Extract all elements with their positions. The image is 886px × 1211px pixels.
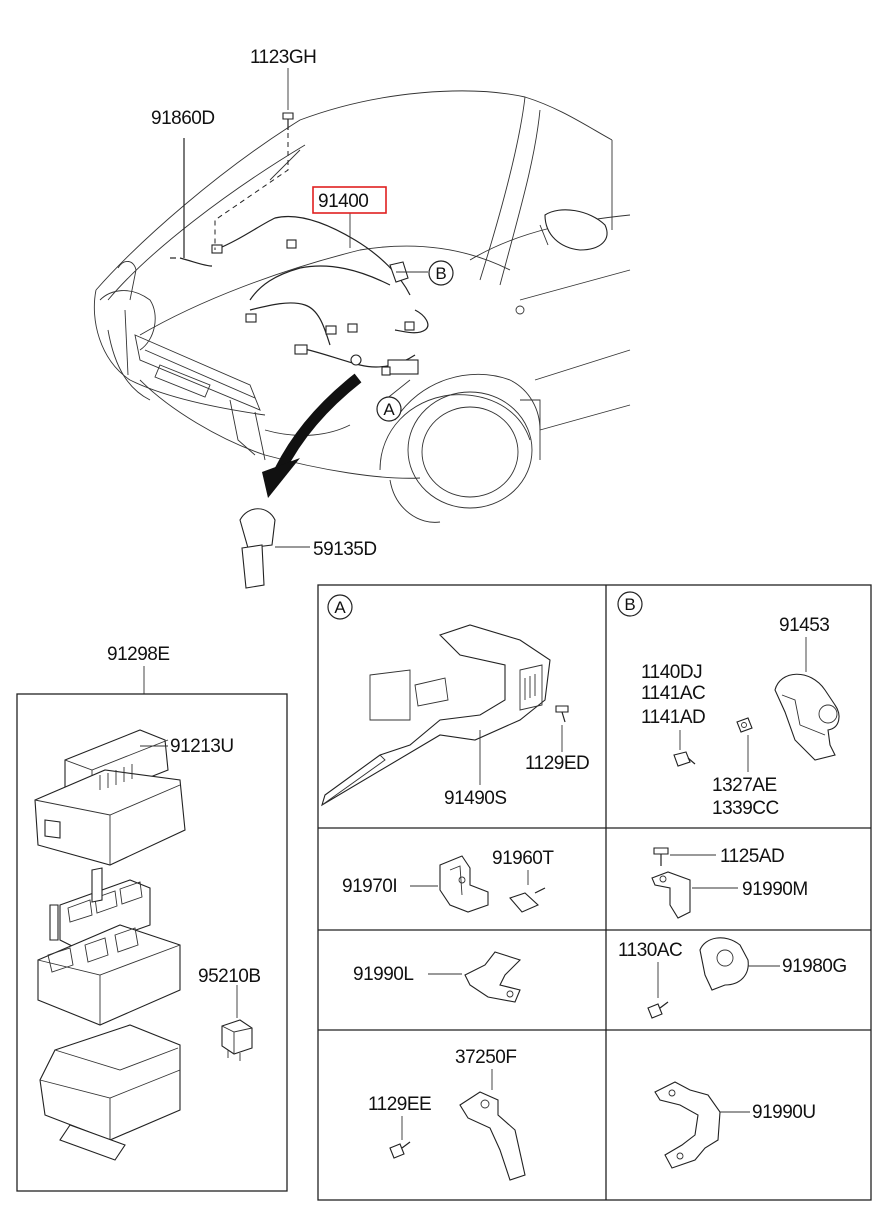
bracket-37250F	[459, 1091, 526, 1181]
bolt-1130AC	[647, 1001, 669, 1019]
bracket-91490S	[321, 624, 551, 807]
label-1327AE: 1327AE	[712, 775, 777, 796]
callout-A-detail: A	[327, 594, 353, 620]
clip-91960T	[509, 887, 546, 913]
label-91213U: 91213U	[170, 736, 234, 757]
label-1141AC: 1141AC	[641, 683, 705, 704]
label-1125AD: 1125AD	[720, 846, 784, 867]
fuse-box-lower	[39, 1024, 181, 1161]
bracket-91990L	[464, 951, 522, 1003]
label-91860D: 91860D	[151, 108, 215, 129]
vehicle-illustration	[93, 90, 631, 523]
label-37250F: 37250F	[455, 1047, 516, 1068]
screw-1123GH	[214, 112, 294, 250]
grommet-91980G	[699, 937, 749, 991]
svg-text:B: B	[624, 595, 635, 614]
label-91970I: 91970I	[342, 876, 397, 897]
callout-B-top: B	[428, 260, 454, 286]
label-91980G: 91980G	[782, 956, 847, 977]
detail-grid	[317, 584, 872, 1201]
label-1130AC: 1130AC	[618, 940, 682, 961]
bracket-91453	[774, 673, 840, 761]
screw-1129ED	[555, 705, 569, 723]
svg-text:A: A	[383, 400, 395, 419]
bracket-91990U	[654, 1081, 721, 1169]
screw-1129EE	[389, 1141, 411, 1159]
bracket-91970I	[439, 855, 489, 913]
label-91960T: 91960T	[492, 848, 554, 869]
highlight-box-91400	[312, 186, 387, 214]
label-1123GH: 1123GH	[250, 47, 316, 68]
label-1129ED: 1129ED	[525, 753, 589, 774]
callout-A-top: A	[376, 396, 402, 422]
relay-95210B	[221, 1019, 253, 1061]
fuse-box-main	[37, 867, 181, 1026]
label-1129EE: 1129EE	[368, 1094, 431, 1115]
label-1140DJ: 1140DJ	[641, 662, 702, 683]
clip-59135D	[239, 373, 362, 589]
fuse-box-cover	[34, 729, 186, 866]
wiring-harness-91400	[170, 138, 429, 376]
label-91400: 91400	[318, 191, 368, 212]
svg-text:A: A	[334, 598, 346, 617]
callout-B-detail: B	[617, 591, 643, 617]
bolt-1141AD	[673, 751, 696, 767]
bolt-1125AD	[653, 847, 669, 866]
label-59135D: 59135D	[313, 539, 377, 560]
label-91490S: 91490S	[444, 788, 507, 809]
label-1339CC: 1339CC	[712, 798, 779, 819]
nut-1327AE	[736, 717, 753, 733]
label-91990U: 91990U	[752, 1102, 816, 1123]
label-1141AD: 1141AD	[641, 707, 705, 728]
label-91453: 91453	[779, 615, 829, 636]
svg-text:B: B	[435, 264, 446, 283]
label-91990M: 91990M	[742, 879, 808, 900]
label-95210B: 95210B	[198, 966, 261, 987]
bracket-91990M	[651, 871, 691, 919]
label-91298E: 91298E	[107, 644, 170, 665]
label-91990L: 91990L	[353, 964, 413, 985]
frame-91298E	[16, 693, 288, 1192]
